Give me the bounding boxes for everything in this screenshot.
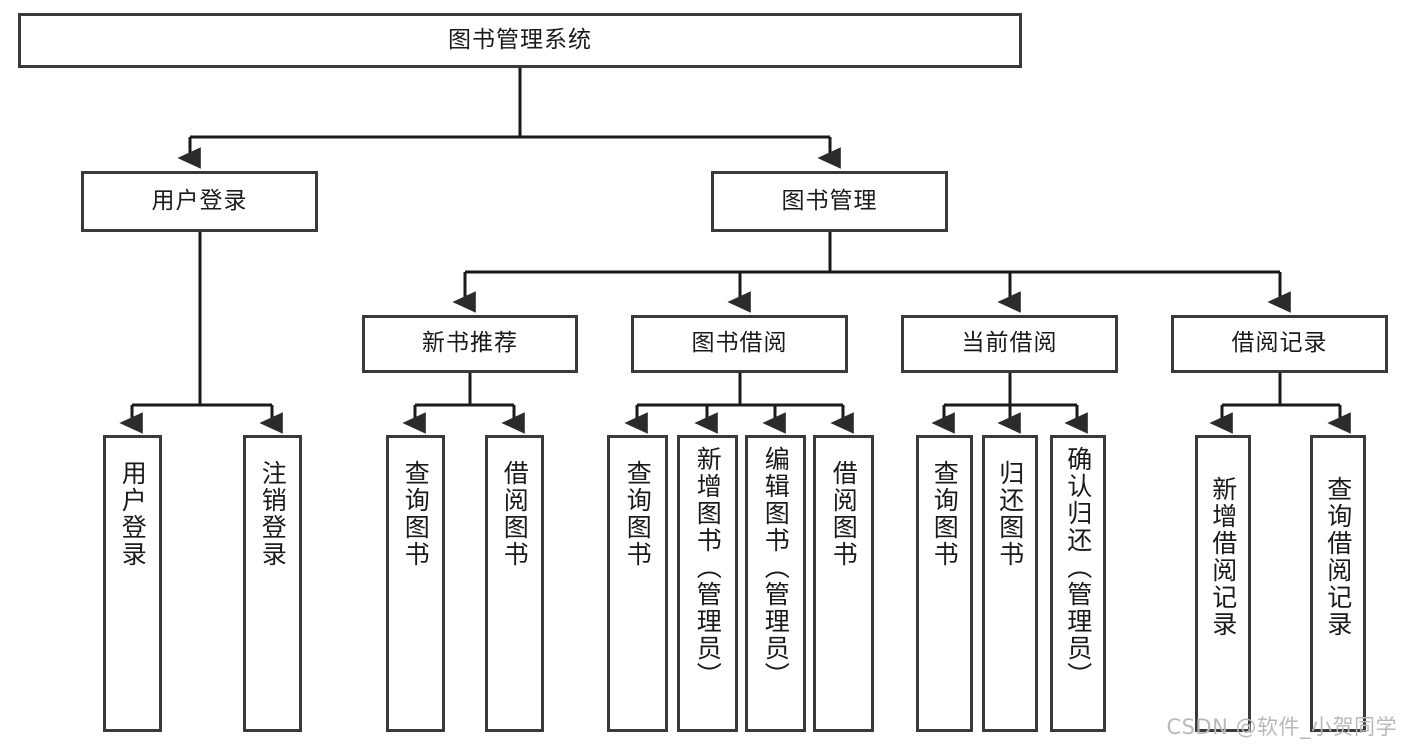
node-root-book-management-system[interactable]: 图书管理系统 xyxy=(18,13,1022,68)
leaf-query-borrow-record[interactable]: 查询借阅记录 xyxy=(1310,435,1366,732)
node-label: 图书借阅 xyxy=(691,330,788,357)
node-label: 借阅图书 xyxy=(500,460,530,568)
node-label: 图书管理系统 xyxy=(448,26,592,53)
leaf-user-logout[interactable]: 注销登录 xyxy=(243,435,302,732)
node-current-borrow[interactable]: 当前借阅 xyxy=(901,315,1118,373)
leaf-add-borrow-record[interactable]: 新增借阅记录 xyxy=(1195,435,1251,732)
node-new-book-recommend[interactable]: 新书推荐 xyxy=(362,315,578,373)
node-label: 新书推荐 xyxy=(422,330,518,357)
node-label: 借阅图书 xyxy=(829,460,859,568)
leaf-query-book-current[interactable]: 查询图书 xyxy=(916,435,973,732)
node-borrow-record[interactable]: 借阅记录 xyxy=(1171,315,1388,373)
node-label: 借阅记录 xyxy=(1231,330,1328,357)
node-label: 查询借阅记录 xyxy=(1323,476,1353,638)
node-label: 新增图书（管理员） xyxy=(693,446,723,689)
node-label: 归还图书 xyxy=(995,460,1025,568)
node-label: 查询图书 xyxy=(623,460,653,568)
node-label: 确认归还（管理员） xyxy=(1063,446,1093,689)
leaf-confirm-return[interactable]: 确认归还（管理员） xyxy=(1050,435,1106,732)
node-label: 注销登录 xyxy=(258,460,288,568)
node-label: 查询图书 xyxy=(930,460,960,568)
node-book-manage[interactable]: 图书管理 xyxy=(711,171,948,232)
leaf-borrow-book[interactable]: 借阅图书 xyxy=(813,435,874,732)
leaf-edit-book[interactable]: 编辑图书（管理员） xyxy=(745,435,806,732)
leaf-query-book-recommend[interactable]: 查询图书 xyxy=(386,435,445,732)
leaf-user-login[interactable]: 用户登录 xyxy=(103,435,162,732)
node-label: 当前借阅 xyxy=(961,330,1058,357)
node-book-borrow[interactable]: 图书借阅 xyxy=(631,315,848,373)
leaf-borrow-book-recommend[interactable]: 借阅图书 xyxy=(485,435,544,732)
node-user-login[interactable]: 用户登录 xyxy=(81,171,318,232)
node-label: 用户登录 xyxy=(118,460,148,568)
node-label: 编辑图书（管理员） xyxy=(761,446,791,689)
leaf-add-book[interactable]: 新增图书（管理员） xyxy=(677,435,738,732)
node-label: 查询图书 xyxy=(401,460,431,568)
node-label: 图书管理 xyxy=(781,187,878,214)
leaf-query-book-borrow[interactable]: 查询图书 xyxy=(607,435,668,732)
node-label: 新增借阅记录 xyxy=(1208,476,1238,638)
leaf-return-book[interactable]: 归还图书 xyxy=(982,435,1038,732)
node-label: 用户登录 xyxy=(151,187,248,214)
